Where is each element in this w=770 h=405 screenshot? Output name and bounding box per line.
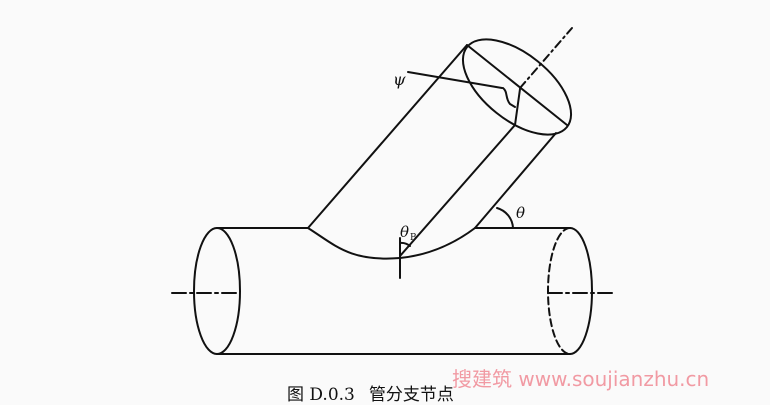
figure-number: 图 D.0.3 — [287, 385, 355, 405]
brace-end-ellipse — [461, 38, 573, 136]
intersection-curve — [307, 227, 476, 260]
brace-middle-line — [399, 124, 516, 257]
chord-left-end — [193, 227, 241, 355]
psi-leader-line — [407, 71, 503, 89]
theta-b-label: θ — [400, 223, 409, 241]
brace-left-edge — [307, 44, 468, 229]
chord-right-end-front — [569, 227, 593, 355]
psi-label: ψ — [393, 70, 406, 89]
theta-arc — [496, 207, 514, 229]
psi-angle-arc — [502, 87, 516, 108]
brace-end-radius — [514, 88, 521, 126]
figure-title: 管分支节点 — [368, 385, 454, 405]
theta-label: θ — [516, 204, 525, 222]
brace-axis — [519, 27, 573, 89]
brace-right-edge — [474, 132, 557, 229]
figure-caption: 图 D.0.3 管分支节点 — [287, 380, 468, 405]
brace-end-diameter — [466, 44, 568, 126]
chord-right-end-hidden — [547, 227, 571, 355]
watermark: 搜建筑 www.soujianzhu.cn — [452, 367, 710, 391]
theta-b-subscript: B — [410, 233, 417, 243]
theta-b-arc — [399, 241, 411, 247]
